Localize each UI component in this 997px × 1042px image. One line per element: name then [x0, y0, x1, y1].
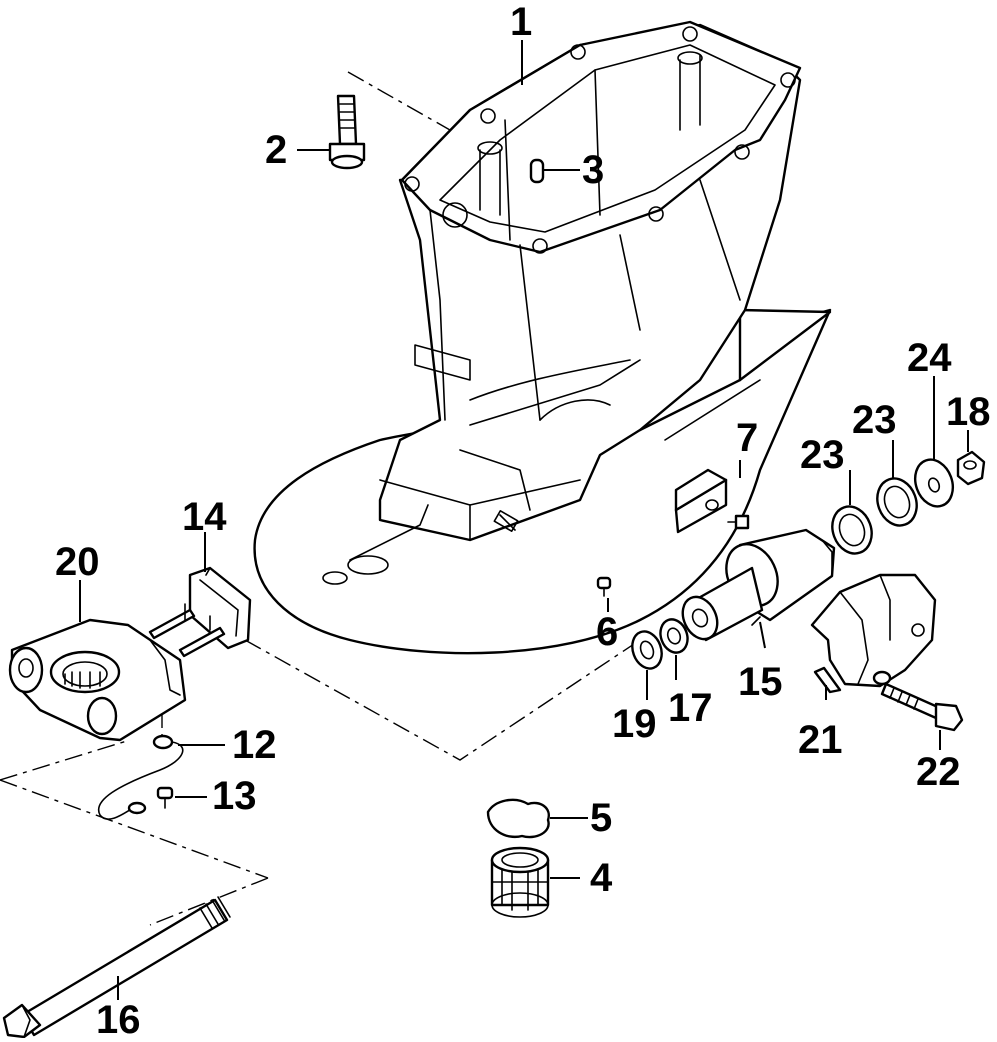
screw-13: [156, 786, 174, 809]
callout-2: 2: [265, 128, 288, 172]
mount-15: [681, 528, 836, 642]
callout-1: 1: [510, 0, 533, 44]
nut-18: [956, 450, 986, 486]
callout-16: 16: [96, 998, 141, 1042]
callout-24: 24: [907, 336, 952, 380]
callout-18: 18: [946, 390, 991, 434]
long-bolt-16: [2, 896, 231, 1038]
washer-23b: [876, 477, 918, 527]
callout-4: 4: [590, 856, 613, 900]
callout-leaders: [79, 40, 969, 1000]
anode-7: [674, 468, 750, 534]
bolt-22: [880, 682, 964, 732]
callout-14: 14: [182, 495, 227, 539]
washer-24: [913, 458, 955, 508]
callout-20: 20: [55, 540, 100, 584]
callout-5: 5: [590, 796, 613, 840]
bolt-2: [328, 94, 366, 170]
callout-22: 22: [916, 750, 961, 794]
callout-13: 13: [212, 774, 257, 818]
callout-12: 12: [232, 723, 277, 767]
callout-17: 17: [668, 686, 713, 730]
bearing-4: [490, 846, 550, 918]
washer-19: [631, 630, 663, 670]
callout-21: 21: [798, 718, 843, 762]
washer-23a: [831, 505, 873, 555]
drive-shaft-housing: [253, 20, 832, 655]
dowel-pin-3: [529, 158, 545, 184]
ground-lead-12: [97, 734, 184, 820]
mount-housing-21: [810, 573, 937, 694]
rubber-mount-14: [148, 566, 252, 658]
callout-23a: 23: [800, 433, 845, 477]
washer-17: [659, 618, 689, 654]
callout-6: 6: [596, 610, 619, 654]
callout-3: 3: [582, 148, 605, 192]
callout-19: 19: [612, 702, 657, 746]
housing-fin: [738, 308, 832, 382]
callout-15: 15: [738, 660, 783, 704]
gasket-5: [486, 798, 550, 839]
screw-6: [596, 576, 612, 597]
callout-7: 7: [736, 416, 759, 460]
callout-23b: 23: [852, 398, 897, 442]
clamp-bracket-20: [8, 618, 187, 742]
